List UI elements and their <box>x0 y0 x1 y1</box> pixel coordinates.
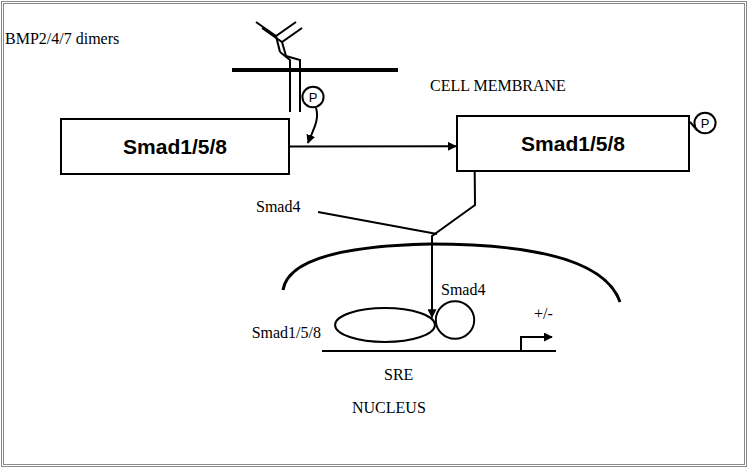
phosphate-mark: P <box>309 91 318 104</box>
phosphate-mark: P <box>701 117 710 130</box>
cell-membrane <box>232 68 398 72</box>
circle-outline <box>435 300 475 340</box>
pathway-arrow <box>290 145 456 147</box>
protein-name: Smad1/5/8 <box>252 324 321 342</box>
transcription-arrow <box>521 337 552 351</box>
box-title: Smad1/5/8 <box>513 132 633 156</box>
smad-box: Smad1/5/8 <box>60 118 290 175</box>
phosphate-circle: P <box>694 112 716 134</box>
phosphorylation-arrow <box>308 108 317 143</box>
nuclear-envelope <box>283 244 620 302</box>
compartment-label: NUCLEUS <box>352 399 426 417</box>
smad4-protein-circle: Smad4 <box>435 300 475 340</box>
smad-box: Smad1/5/8 <box>456 115 690 172</box>
leader-line <box>318 212 437 234</box>
membrane-label: CELL MEMBRANE <box>430 77 566 95</box>
box-title: Smad1/5/8 <box>115 135 235 159</box>
element-label: SRE <box>384 366 413 384</box>
phosphate-circle: P <box>302 86 324 108</box>
ligand-symbol <box>256 22 302 56</box>
ellipse-outline <box>333 307 437 343</box>
protein-name: Smad4 <box>441 281 485 299</box>
ligand-label: BMP2/4/7 dimers <box>5 30 119 48</box>
smad-protein-ellipse: Smad1/5/8 <box>333 307 437 343</box>
receptor-symbol <box>280 52 300 112</box>
regulation-label: +/- <box>534 305 553 323</box>
protein-label: Smad4 <box>256 198 300 216</box>
